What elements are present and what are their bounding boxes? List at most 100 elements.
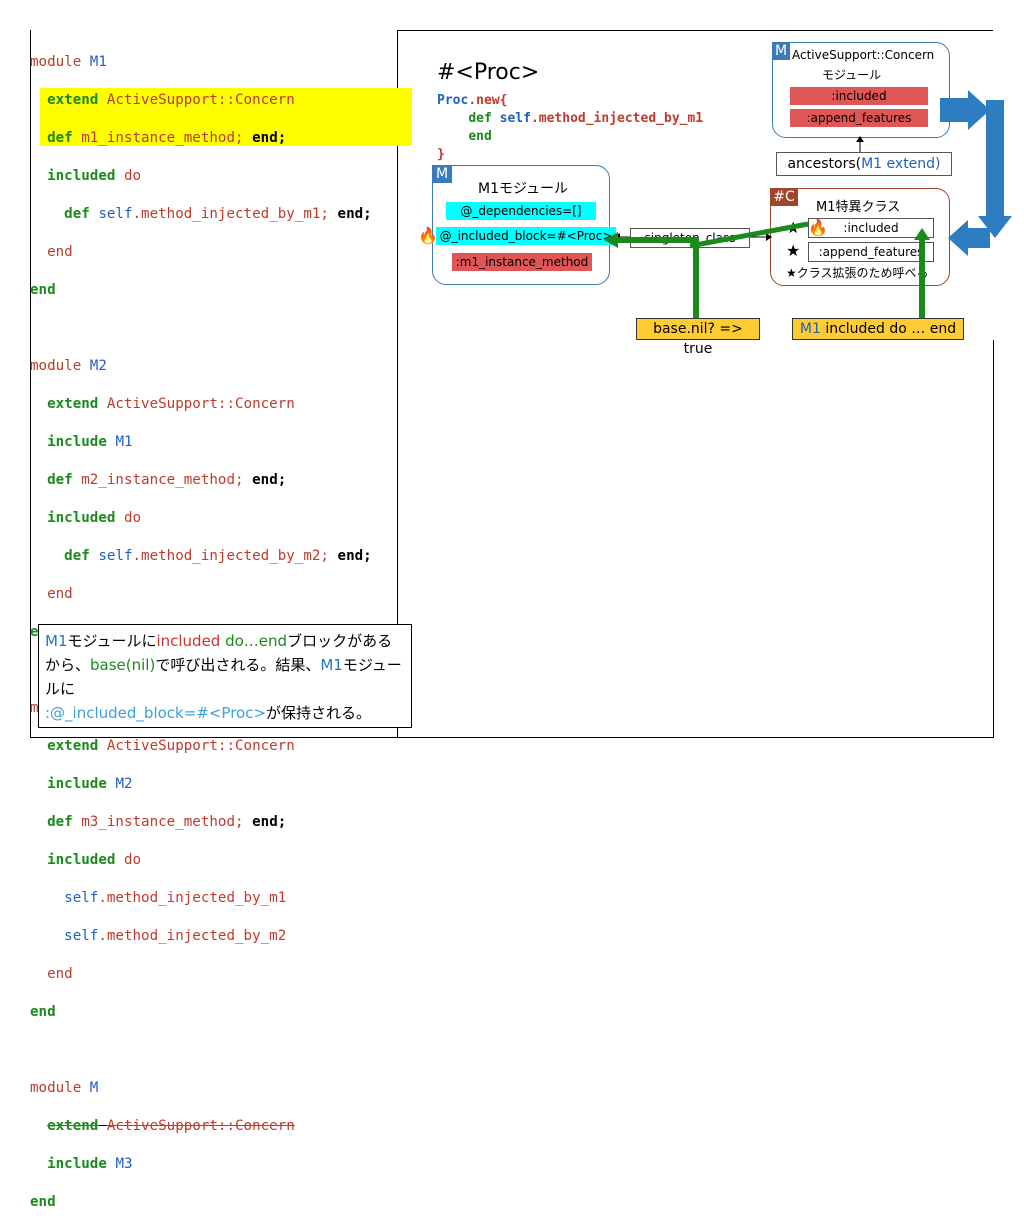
proc-title: #<Proc> bbox=[437, 60, 540, 85]
code-token: m3_instance_method; bbox=[81, 814, 244, 830]
code-token: def bbox=[64, 548, 90, 564]
code-token: self bbox=[64, 928, 99, 944]
class-badge: #C bbox=[770, 188, 798, 206]
code-token: module bbox=[30, 1080, 82, 1096]
code-token: self bbox=[499, 111, 531, 126]
code-token: extend bbox=[47, 1118, 99, 1134]
note-text: モジュールに bbox=[45, 656, 402, 698]
code-token: self bbox=[98, 548, 133, 564]
code-token: def bbox=[47, 814, 73, 830]
fire-icon: 🔥 bbox=[808, 218, 828, 237]
arrow-head bbox=[856, 136, 864, 142]
code-token: M2 bbox=[89, 358, 107, 374]
note-text: が保持される。 bbox=[266, 704, 372, 722]
singleton-append-features: :append_features bbox=[808, 242, 934, 262]
blue-arrow bbox=[978, 100, 1012, 238]
concern-append-features: :append_features bbox=[790, 109, 928, 127]
code-token: ActiveSupport::Concern bbox=[106, 1118, 295, 1134]
frame-bottom bbox=[30, 737, 994, 738]
m1-instance-method: :m1_instance_method bbox=[452, 253, 592, 271]
code-token: included bbox=[47, 852, 116, 868]
note-text: do bbox=[220, 632, 244, 650]
note-text: base(nil) bbox=[90, 656, 156, 674]
code-token: def bbox=[47, 130, 73, 146]
base-nil-label: base.nil? => true bbox=[636, 318, 760, 357]
concern-title: ActiveSupport::Concern bbox=[792, 48, 935, 62]
code-token: end bbox=[47, 966, 73, 982]
code-token: def bbox=[468, 111, 492, 126]
concern-included: :included bbox=[790, 87, 928, 105]
code-token: .new{ bbox=[468, 93, 508, 108]
ancestors-text: M1 bbox=[861, 156, 883, 172]
frame-top bbox=[397, 30, 993, 31]
blue-arrow bbox=[948, 220, 990, 256]
code-token: .method_injected_by_m1 bbox=[530, 111, 704, 126]
label-text: included do … end bbox=[820, 321, 957, 337]
code-token: M1 bbox=[115, 434, 133, 450]
code-token: end; bbox=[252, 472, 287, 488]
code-token: M2 bbox=[115, 776, 133, 792]
explanation-note: M1モジュールにincluded do…endブロックがあるから、base(ni… bbox=[38, 624, 412, 728]
green-arrow bbox=[689, 221, 809, 249]
code-token: end; bbox=[337, 548, 372, 564]
proc-code: Proc.new{ def self.method_injected_by_m1… bbox=[437, 92, 703, 164]
frame-right bbox=[993, 340, 994, 738]
code-token: self bbox=[64, 890, 99, 906]
fire-icon: 🔥 bbox=[418, 226, 438, 245]
code-token: module bbox=[30, 358, 82, 374]
concern-subtitle: モジュール bbox=[822, 68, 882, 82]
code-token: def bbox=[64, 206, 90, 222]
module-badge: M bbox=[432, 165, 452, 183]
highlight-included-block bbox=[40, 88, 412, 146]
code-token: do bbox=[123, 168, 142, 184]
code-token: M1 bbox=[89, 54, 107, 70]
code-token: m2_instance_method; bbox=[81, 472, 244, 488]
m1-module-title: M1モジュール bbox=[478, 181, 569, 197]
code-token: end; bbox=[252, 130, 287, 146]
code-token: end bbox=[47, 586, 73, 602]
green-arrow bbox=[618, 237, 699, 318]
code-token: Proc bbox=[437, 93, 469, 108]
singleton-included: :included bbox=[808, 218, 934, 238]
arrow-head bbox=[766, 233, 772, 241]
code-token: } bbox=[437, 147, 445, 162]
code-token: m1_instance_method; bbox=[81, 130, 244, 146]
code-token: .method_injected_by_m1; bbox=[132, 206, 329, 222]
code-token: extend bbox=[47, 738, 99, 754]
code-token: include bbox=[47, 776, 107, 792]
code-token: end; bbox=[337, 206, 372, 222]
code-token: def bbox=[47, 472, 73, 488]
note-text: ブロックがあるから、 bbox=[45, 632, 393, 674]
note-text: included bbox=[156, 632, 221, 650]
code-token: .method_injected_by_m2 bbox=[98, 928, 287, 944]
code-token: .method_injected_by_m2; bbox=[132, 548, 329, 564]
code-token: M3 bbox=[115, 1156, 133, 1172]
note-text: M1 bbox=[45, 632, 68, 650]
frame-left bbox=[30, 30, 31, 738]
star-icon: ★ bbox=[786, 241, 801, 260]
arrow-head bbox=[914, 228, 930, 240]
code-token: extend bbox=[47, 396, 99, 412]
note-text: M1 bbox=[320, 656, 343, 674]
divider bbox=[397, 30, 398, 738]
included-block-field: @_included_block=#<Proc> bbox=[436, 227, 616, 245]
code-token: module bbox=[30, 54, 82, 70]
code-token: end bbox=[47, 244, 73, 260]
code-token: extend bbox=[47, 92, 99, 108]
code-token: do bbox=[123, 852, 142, 868]
singleton-note: ★クラス拡張のため呼べる bbox=[786, 266, 929, 280]
code-token: end bbox=[30, 1194, 56, 1210]
code-token: end bbox=[30, 1004, 56, 1020]
arrow-head bbox=[604, 232, 618, 248]
code-token: included bbox=[47, 168, 116, 184]
code-token: ActiveSupport::Concern bbox=[106, 396, 295, 412]
connector-arrows bbox=[604, 90, 1012, 318]
code-token: end bbox=[30, 282, 56, 298]
note-text: モジュールに bbox=[67, 632, 157, 650]
code-token: end bbox=[468, 129, 492, 144]
code-token: .method_injected_by_m1 bbox=[98, 890, 287, 906]
included-do-end-label: M1 included do … end bbox=[792, 318, 964, 340]
note-text: :@_included_block=#<Proc> bbox=[45, 704, 267, 722]
code-token: do bbox=[123, 510, 142, 526]
ancestors-label: ancestors(M1 extend) bbox=[776, 152, 952, 176]
